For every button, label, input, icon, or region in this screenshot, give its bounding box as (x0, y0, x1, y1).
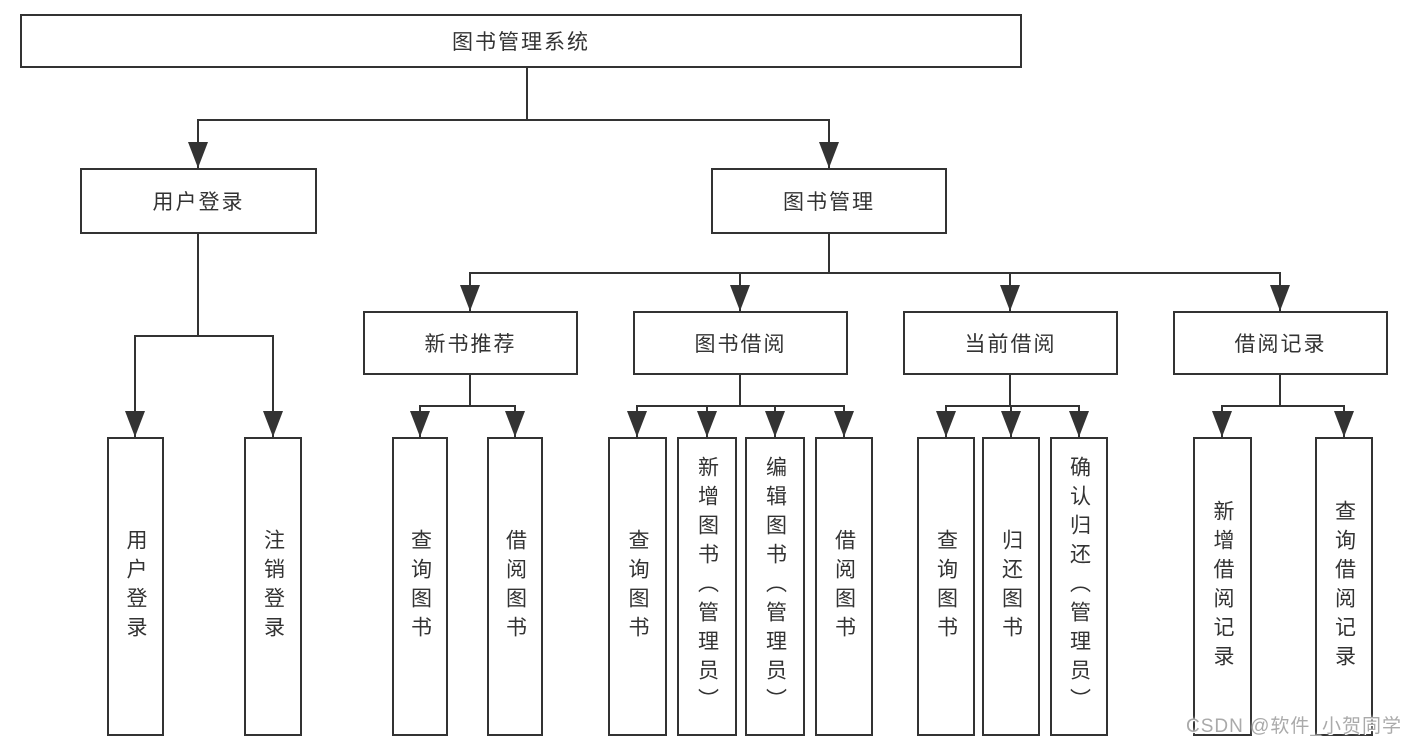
node-root-label: 图书管理系统 (452, 31, 590, 54)
leaf-user-login-label: 用户登录 (124, 528, 147, 645)
leaf-recommend-query-book-label: 查询图书 (408, 528, 432, 645)
connector-root-stub (526, 68, 528, 119)
arrowhead-m3-child3 (1069, 411, 1089, 437)
leaf-record-add-record-label: 新增借阅记录 (1211, 499, 1234, 674)
leaf-borrow-borrow-book-label: 借阅图书 (832, 528, 856, 645)
leaf-borrow-query-book: 查询图书 (608, 437, 667, 736)
arrowhead-login-child1 (125, 411, 145, 437)
node-current-borrow: 当前借阅 (903, 311, 1118, 375)
arrowhead-m2-child3 (765, 411, 785, 437)
leaf-borrow-edit-book-admin: 编辑图书（管理员） (745, 437, 805, 736)
node-user-login: 用户登录 (80, 168, 317, 234)
leaf-borrow-add-book-admin-label: 新增图书（管理员） (695, 456, 719, 717)
node-book-management-label: 图书管理 (783, 191, 875, 214)
node-root: 图书管理系统 (20, 14, 1022, 68)
leaf-user-login: 用户登录 (107, 437, 164, 736)
arrowhead-m2-child2 (697, 411, 717, 437)
node-book-management: 图书管理 (711, 168, 947, 234)
arrowhead-module3 (1000, 285, 1020, 311)
connector-m2-hline (636, 405, 845, 407)
connector-management-hline (469, 272, 1281, 274)
leaf-borrow-borrow-book: 借阅图书 (815, 437, 873, 736)
leaf-logout-label: 注销登录 (261, 528, 285, 645)
connector-management-stub (828, 234, 830, 272)
connector-login-child1 (134, 335, 136, 437)
leaf-current-query-book: 查询图书 (917, 437, 975, 736)
connector-login-child2 (272, 335, 274, 437)
node-book-borrow: 图书借阅 (633, 311, 848, 375)
connector-m2-stub (739, 375, 741, 405)
arrowhead-login-child2 (263, 411, 283, 437)
leaf-borrow-query-book-label: 查询图书 (626, 528, 649, 645)
leaf-recommend-query-book: 查询图书 (392, 437, 448, 736)
leaf-record-add-record: 新增借阅记录 (1193, 437, 1252, 736)
arrowhead-management (819, 142, 839, 168)
connector-root-hline (197, 119, 830, 121)
arrowhead-m4-child2 (1334, 411, 1354, 437)
connector-m3-hline (945, 405, 1080, 407)
leaf-borrow-edit-book-admin-label: 编辑图书（管理员） (763, 456, 787, 717)
leaf-current-confirm-return-admin-label: 确认归还（管理员） (1067, 456, 1091, 717)
arrowhead-m3-child2 (1001, 411, 1021, 437)
csdn-watermark: CSDN @软件_小贺同学 (1186, 716, 1402, 737)
leaf-recommend-borrow-book-label: 借阅图书 (503, 528, 527, 645)
arrowhead-m4-child1 (1212, 411, 1232, 437)
leaf-current-query-book-label: 查询图书 (934, 528, 958, 645)
leaf-current-return-book: 归还图书 (982, 437, 1040, 736)
node-book-borrow-label: 图书借阅 (694, 333, 787, 356)
arrowhead-module2 (730, 285, 750, 311)
arrowhead-m3-child1 (936, 411, 956, 437)
arrowhead-m2-child1 (627, 411, 647, 437)
leaf-recommend-borrow-book: 借阅图书 (487, 437, 543, 736)
node-new-book-recommend: 新书推荐 (363, 311, 578, 375)
connector-login-stub (197, 234, 199, 335)
node-user-login-label: 用户登录 (152, 191, 245, 214)
leaf-current-return-book-label: 归还图书 (999, 528, 1023, 645)
arrowhead-module1 (460, 285, 480, 311)
leaf-current-confirm-return-admin: 确认归还（管理员） (1050, 437, 1108, 736)
connector-m1-stub (469, 375, 471, 405)
arrowhead-m1-child2 (505, 411, 525, 437)
connector-m4-stub (1279, 375, 1281, 405)
arrowhead-m1-child1 (410, 411, 430, 437)
connector-m4-hline (1221, 405, 1345, 407)
connector-login-hline (134, 335, 274, 337)
connector-m3-stub (1009, 375, 1011, 405)
arrowhead-m2-child4 (834, 411, 854, 437)
node-borrow-record: 借阅记录 (1173, 311, 1388, 375)
arrowhead-module4 (1270, 285, 1290, 311)
leaf-record-query-record-label: 查询借阅记录 (1332, 499, 1356, 674)
node-current-borrow-label: 当前借阅 (964, 333, 1057, 356)
arrowhead-login (188, 142, 208, 168)
connector-m1-hline (419, 405, 516, 407)
leaf-borrow-add-book-admin: 新增图书（管理员） (677, 437, 737, 736)
leaf-logout: 注销登录 (244, 437, 302, 736)
node-borrow-record-label: 借阅记录 (1234, 333, 1327, 356)
leaf-record-query-record: 查询借阅记录 (1315, 437, 1373, 736)
node-new-book-recommend-label: 新书推荐 (424, 333, 517, 356)
